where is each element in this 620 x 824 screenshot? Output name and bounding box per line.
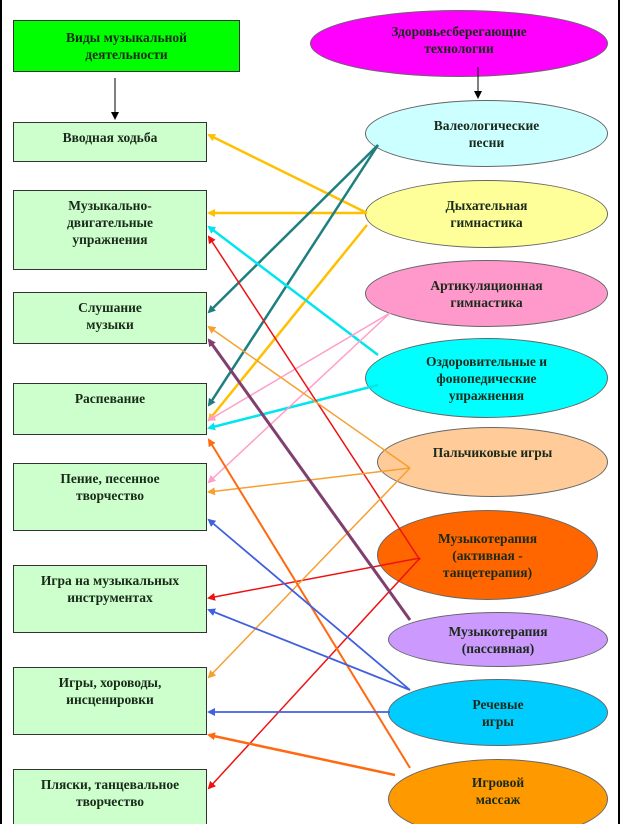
tech-label: Артикуляционная гимнастика	[430, 277, 543, 310]
tech-label: Пальчиковые игры	[432, 445, 553, 460]
arrow-yellow	[207, 133, 368, 215]
activity-label: Пляски, танцевальное творчество	[40, 777, 180, 809]
activity-label: Слушание музыки	[78, 300, 142, 332]
arrow-dark-orange	[207, 438, 411, 769]
arrow-pink	[207, 312, 391, 422]
tech-label: Музыкотерапия (пассивная)	[448, 623, 548, 656]
activity-warmup: Распевание	[13, 383, 207, 435]
activity-label: Пение, песенное творчество	[60, 471, 160, 503]
activity-music-motor: Музыкально- двигательные упражнения	[13, 190, 207, 270]
tech-game-massage: Игровой массаж	[388, 759, 608, 824]
activity-singing: Пение, песенное творчество	[13, 463, 207, 531]
tech-active-music-therapy: Музыкотерапия (активная - танцетерапия)	[377, 510, 598, 600]
arrow-teal	[207, 144, 379, 314]
arrow-blue	[207, 608, 411, 691]
tech-breathing: Дыхательная гимнастика	[365, 180, 608, 248]
activity-games: Игры, хороводы, инсценировки	[13, 667, 207, 735]
tech-phonopedic: Оздоровительные и фонопедические упражне…	[365, 338, 608, 418]
arrow-yellow	[207, 224, 368, 422]
arrow-orange	[207, 467, 411, 679]
technologies-header: Здоровьесберегающие технологии	[310, 10, 608, 77]
activity-instruments: Игра на музыкальных инструментах	[13, 565, 207, 633]
activity-label: Игра на музыкальных инструментах	[40, 573, 180, 605]
tech-speech-games: Речевые игры	[388, 679, 608, 746]
activities-header-label: Виды музыкальной деятельности	[66, 30, 187, 62]
tech-label: Дыхательная гимнастика	[445, 198, 528, 230]
activities-header: Виды музыкальной деятельности	[13, 20, 240, 72]
tech-label: Музыкотерапия (активная - танцетерапия)	[437, 530, 537, 580]
tech-articulation: Артикуляционная гимнастика	[365, 260, 608, 327]
tech-label: Оздоровительные и фонопедические упражне…	[425, 353, 548, 403]
activity-label: Игры, хороводы, инсценировки	[58, 675, 162, 707]
arrow-teal	[207, 144, 380, 407]
activity-listening: Слушание музыки	[13, 292, 207, 344]
tech-finger-games: Пальчиковые игры	[377, 427, 608, 497]
arrow-red	[207, 557, 421, 790]
activity-label: Музыкально- двигательные упражнения	[66, 198, 154, 247]
arrow-orange	[207, 467, 411, 496]
technologies-header-label: Здоровьесберегающие технологии	[391, 24, 527, 56]
arrow-pink	[207, 312, 391, 484]
tech-passive-music-therapy: Музыкотерапия (пассивная)	[388, 612, 608, 667]
arrow-dark-orange	[207, 732, 396, 777]
tech-label: Речевые игры	[472, 696, 524, 729]
arrow-cyan	[207, 383, 379, 431]
arrow-cyan	[207, 225, 379, 356]
tech-label: Игровой массаж	[471, 775, 525, 807]
tech-label: Валеологические песни	[433, 117, 540, 150]
activity-label: Вводная ходьба	[62, 130, 158, 145]
tech-valeology-songs: Валеологические песни	[365, 100, 608, 167]
activity-label: Распевание	[74, 391, 146, 406]
activity-dance: Пляски, танцевальное творчество	[13, 769, 207, 824]
activity-intro-walk: Вводная ходьба	[13, 122, 207, 162]
